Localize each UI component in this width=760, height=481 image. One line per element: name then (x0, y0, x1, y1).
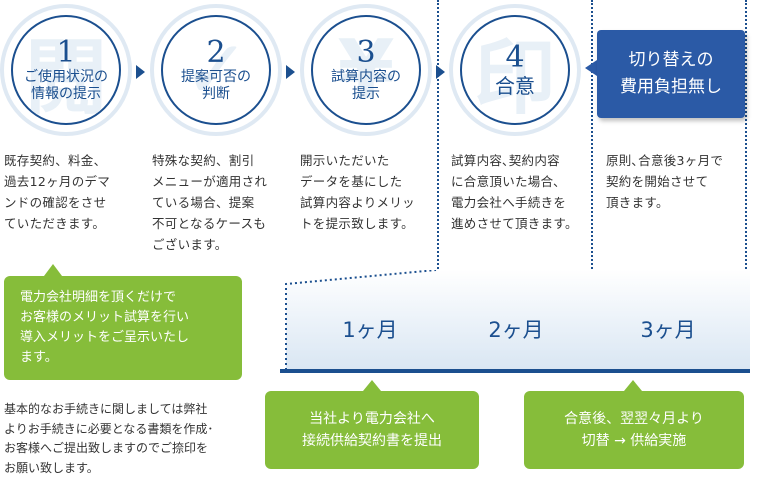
no-cost-callout: 切り替えの 費用負担無し (597, 30, 745, 118)
step-4-circle: 印 4 合意 (449, 4, 581, 136)
step-1-circle: 閲 1 ご使用状況の 情報の提示 (0, 4, 132, 136)
step-3-circle: ¥ 3 試算内容の 提示 (300, 4, 432, 136)
timeline-band (280, 270, 750, 373)
divider-line-1 (437, 0, 439, 365)
action-box-submit-contract: 当社より電力会社へ 接続供給契約書を提出 (265, 391, 479, 469)
seal-icon: 印 (473, 30, 556, 125)
step-2-circle: ✓ 2 提案可否の 判断 (150, 4, 282, 136)
step-number: 1 (56, 35, 76, 70)
procedure-note: 基本的なお手続きに関しましては弊社 よりお手続きに必要となる書類を作成･ お客様… (4, 402, 214, 475)
step-1-description: 既存契約、料金、 過去12ヶ月のデマ ンドの確認をさせ ていただきます。 (4, 153, 111, 231)
document-icon: 閲 (24, 30, 107, 125)
step-2-description: 特殊な契約、割引 メニューが適用され ている場合、提案 不可となるケースも ござ… (152, 153, 268, 252)
step-label: 試算内容の 提示 (331, 69, 401, 102)
action-box-1-pointer-icon (363, 380, 381, 391)
merit-box-pointer-icon (44, 264, 62, 276)
step-label: 提案可否の 判断 (181, 69, 251, 102)
step-number: 3 (356, 35, 376, 70)
month-label-1: 1ヶ月 (342, 318, 398, 342)
month-label-2: 2ヶ月 (488, 318, 544, 342)
step-5-description: 原則､合意後3ヶ月で 契約を開始させて 頂きます。 (606, 153, 724, 210)
step-4-description: 試算内容､契約内容 に合意頂いた場合､ 電力会社へ手続きを 進めさせて頂きます。 (451, 153, 578, 231)
check-icon: ✓ (181, 22, 251, 118)
action-box-2-pointer-icon (624, 380, 642, 391)
step-label: 合意 (495, 74, 535, 98)
divider-line-2 (591, 0, 593, 365)
step-arrow-icon (286, 65, 295, 79)
action-box-switch-supply: 合意後、翌翌々月より 切替 → 供給実施 (524, 391, 744, 469)
yen-icon: ¥ (337, 22, 395, 118)
divider-line-3 (745, 0, 747, 365)
step-label: ご使用状況の 情報の提示 (24, 69, 108, 102)
step-arrow-icon (436, 65, 445, 79)
callout-pointer-icon (585, 60, 597, 76)
step-3-description: 開示いただいた データを基にした 試算内容よりメリッ トを提示致します。 (300, 153, 415, 231)
step-arrow-icon (136, 65, 145, 79)
month-label-3: 3ヶ月 (640, 318, 696, 342)
step-number: 2 (206, 35, 226, 70)
step-number: 4 (505, 40, 525, 75)
merit-box: 電力会社明細を頂くだけで お客様のメリット試算を行い 導入メリットをご呈示いたし… (4, 276, 242, 380)
